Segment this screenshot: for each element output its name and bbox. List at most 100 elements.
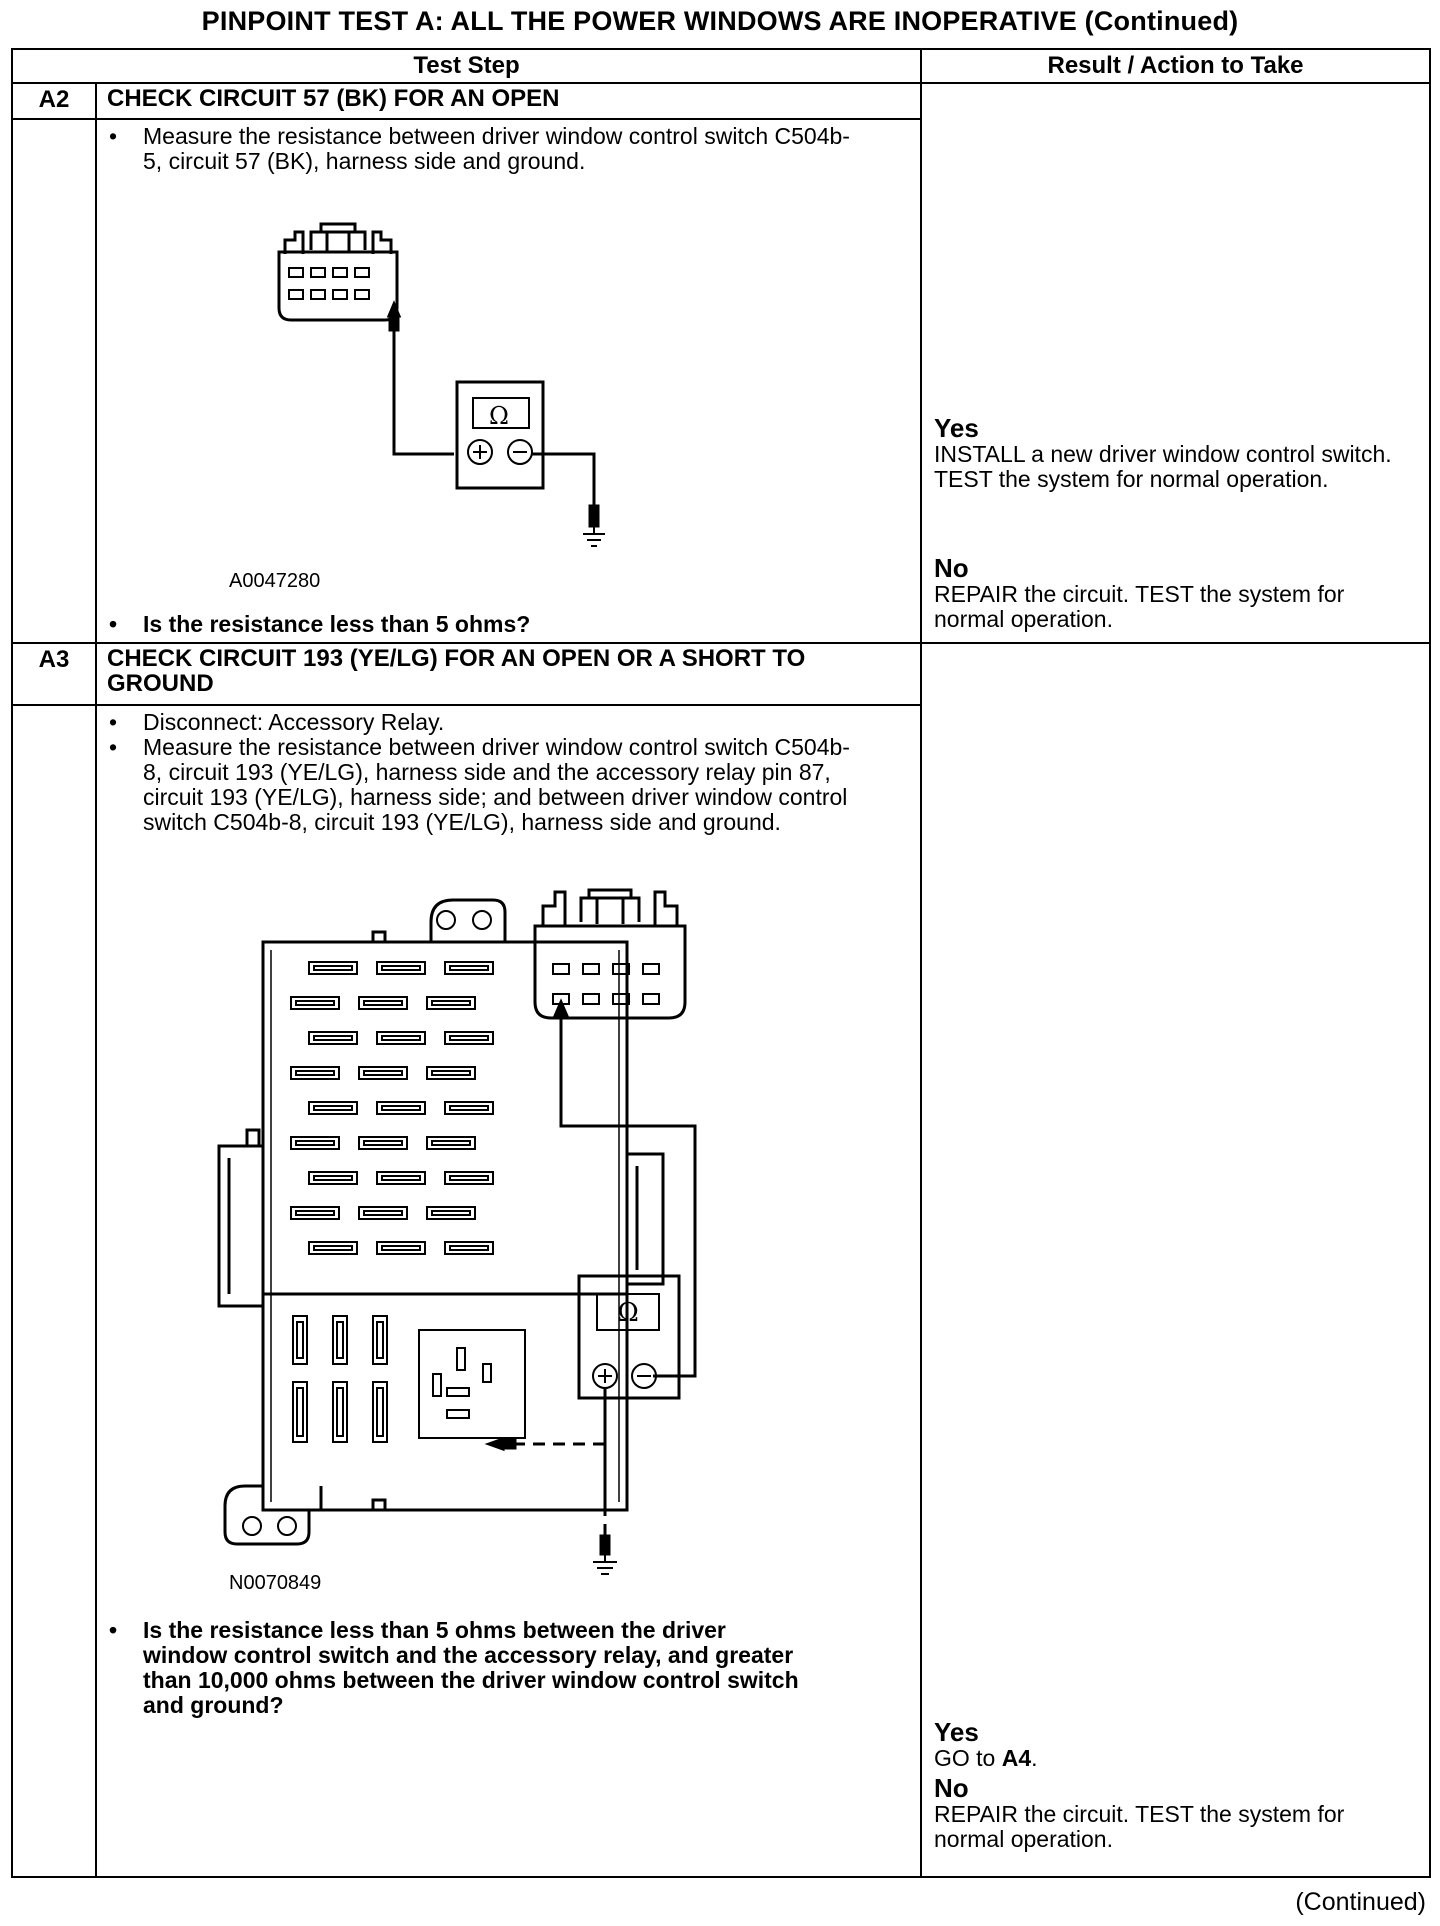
no-label-a2: No [934,553,969,583]
fuse-slot-inner [381,1035,421,1041]
fuse-slot [358,1206,408,1220]
mini-fuse-icons [292,1315,388,1443]
question-a3: Is the resistance less than 5 ohms betwe… [97,1618,810,1718]
fuse-slot [308,1031,358,1045]
question-a2: Is the resistance less than 5 ohms? [97,612,530,638]
fuse-slot [308,1101,358,1115]
fuse-slot-inner [381,1245,421,1251]
fuse-slot-inner [313,1175,353,1181]
a2-wiring-diagram [277,222,605,547]
continued-footer: (Continued) [1295,1888,1426,1916]
fuse-slot [290,1206,340,1220]
fuse-slot [444,961,494,975]
step-id-a3: A3 [11,642,97,706]
fuse-slot [290,996,340,1010]
fuse-slot-inner [381,1105,421,1111]
probe-tip-a3-relay [484,1436,505,1452]
fuse-slot-inner [295,1070,335,1076]
fuse-slot [376,1171,426,1185]
fuse-slot-inner [363,1210,403,1216]
step-a3-body-row: Disconnect: Accessory Relay. Measure the… [11,704,1430,1878]
result-no-a2: No REPAIR the circuit. TEST the system f… [934,554,1419,632]
fuse-slots [290,961,494,1255]
fuse-slot-inner [313,1245,353,1251]
go-to-step-a4[interactable]: A4 [1001,1745,1032,1771]
step-a2-title-row: A2 CHECK CIRCUIT 57 (BK) FOR AN OPEN Yes… [11,82,1431,644]
fuse-slot [444,1241,494,1255]
bullet-a3-2: Measure the resistance between driver wi… [97,735,860,835]
table-header-row: Test Step Result / Action to Take [11,48,1431,84]
fuse-slot-inner [449,1105,489,1111]
ohm-symbol-a3: Ω [617,1298,639,1328]
fuse-slot-inner [313,965,353,971]
result-no-a3: No REPAIR the circuit. TEST the system f… [934,1774,1419,1852]
yes-text-a2: INSTALL a new driver window control swit… [934,441,1392,492]
yes-text-a3: GO to A4. [934,1745,1038,1771]
fuse-slot [308,1241,358,1255]
ohmmeter-icon [577,1274,681,1400]
step-title-a3: CHECK CIRCUIT 193 (YE/LG) FOR AN OPEN OR… [95,642,922,706]
fuse-slot [426,996,476,1010]
step-id-a2: A2 [11,82,97,120]
fuse-slot-inner [431,1070,471,1076]
ground-symbol-icon [583,526,605,547]
fuse-slot-inner [431,1000,471,1006]
fuse-slot [444,1031,494,1045]
probe-lead-a3-connector [559,1016,697,1378]
connector-c504b-icon [533,888,687,1020]
fuse-slot-inner [363,1000,403,1006]
no-label-a3: No [934,1773,969,1803]
probe-body-a2 [388,314,400,332]
fuse-slot [376,1031,426,1045]
bullet-a2-1: Measure the resistance between driver wi… [97,124,860,174]
fuse-slot-inner [449,1245,489,1251]
step-a2-body-row: Measure the resistance between driver wi… [11,118,1430,644]
fuse-slot-inner [363,1140,403,1146]
bullet-a3-1: Disconnect: Accessory Relay. [97,710,860,736]
yes-label-a3: Yes [934,1717,979,1747]
header-result: Result / Action to Take [920,48,1431,84]
fuse-slot [358,996,408,1010]
fuse-slot-inner [363,1070,403,1076]
fuse-slot [426,1066,476,1080]
fuse-slot [308,961,358,975]
ground-probe-a3 [599,1534,611,1556]
fuse-slot [308,1171,358,1185]
ohmmeter-icon [455,380,545,490]
fuse-slot [426,1206,476,1220]
a3-wiring-diagram [217,888,697,1575]
figure-id-a3: N0070849 [229,1572,322,1594]
ground-probe-a2 [588,504,600,528]
question-a3-list: Is the resistance less than 5 ohms betwe… [97,1618,920,1718]
pinpoint-test-table: Test Step Result / Action to Take A2 CHE… [11,48,1431,1878]
step-body-a2: Measure the resistance between driver wi… [95,118,922,644]
yes-label-a2: Yes [934,413,979,443]
fuse-slot [290,1136,340,1150]
header-test-step: Test Step [11,48,922,84]
result-yes-a3: Yes GO to A4. [934,1718,1419,1771]
fuse-slot [444,1101,494,1115]
fuse-slot-inner [313,1035,353,1041]
fuse-slot-inner [449,1175,489,1181]
fuse-slot [376,961,426,975]
fuse-slot-inner [381,1175,421,1181]
fuse-slot-inner [449,965,489,971]
fuse-slot [376,1241,426,1255]
fuse-slot [358,1136,408,1150]
fuse-slot [426,1136,476,1150]
fuse-relay-box-icon [217,898,665,1546]
fuse-slot [358,1066,408,1080]
fuse-slot [290,1066,340,1080]
accessory-relay-socket-icon [418,1329,526,1439]
fuse-slot-inner [381,965,421,971]
connector-c504b-icon [277,222,399,322]
ground-symbol-icon [593,1554,617,1575]
fuse-slot-inner [295,1000,335,1006]
question-a2-list: Is the resistance less than 5 ohms? [97,612,530,638]
probe-body-a3-relay [501,1438,517,1450]
fuse-slot-inner [431,1140,471,1146]
step-title-a2: CHECK CIRCUIT 57 (BK) FOR AN OPEN [95,82,922,120]
no-text-a2: REPAIR the circuit. TEST the system for … [934,581,1345,632]
fuse-slot-inner [295,1210,335,1216]
fuse-slot-inner [449,1035,489,1041]
